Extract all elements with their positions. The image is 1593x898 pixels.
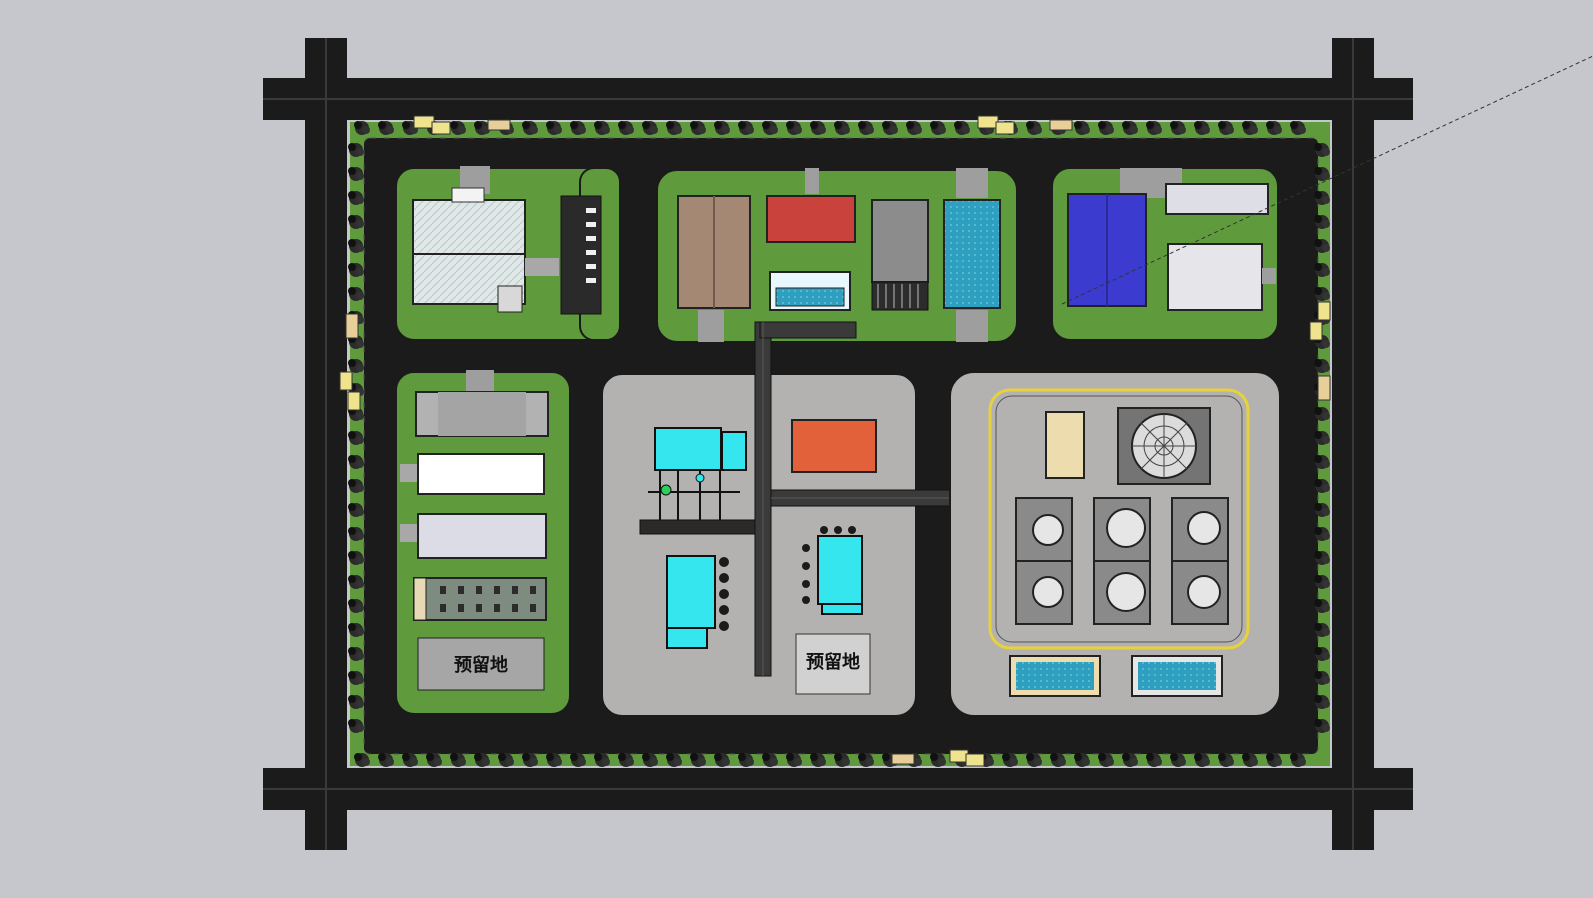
storage-tanks xyxy=(1015,497,1229,625)
block-bottom-left: 预留地 xyxy=(395,370,571,715)
reserved-land-label-center: 预留地 xyxy=(806,651,860,673)
block-top-left xyxy=(395,166,621,341)
block-top-right xyxy=(1051,167,1279,341)
outer-roads xyxy=(263,38,1413,850)
block-bottom-right xyxy=(949,371,1281,717)
parked-vehicles xyxy=(339,115,1331,767)
reserved-land-label-left: 预留地 xyxy=(454,654,508,676)
block-top-center xyxy=(656,168,1018,343)
